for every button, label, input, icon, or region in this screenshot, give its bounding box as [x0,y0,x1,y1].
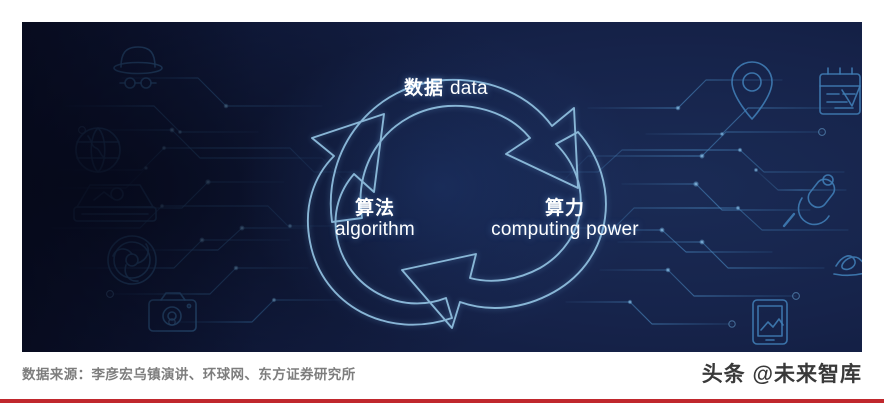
source-note: 数据来源：李彦宏乌镇演讲、环球网、东方证券研究所 [22,367,356,382]
cycle-label-data-en: data [450,78,488,99]
cycle-arrow-computing-power [401,131,607,329]
cycle-arrow-data [329,78,579,223]
cycle-label-computing-power: 算力 computing power [472,198,658,241]
cycle-label-computing-power-en: computing power [491,219,639,241]
cycle-diagram [306,78,607,329]
bottom-rule [0,399,884,403]
watermark: 头条 @未来智库 [701,363,862,386]
caption-row: 数据来源：李彦宏乌镇演讲、环球网、东方证券研究所 头条 @未来智库 [0,352,884,397]
cycle-label-algorithm-en: algorithm [335,219,415,241]
cycle-arrow-algorithm [306,113,453,326]
cycle-label-computing-power-cn: 算力 [544,198,585,219]
cycle-label-algorithm-cn: 算法 [354,198,395,219]
cycle-label-algorithm: 算法 algorithm [311,198,439,241]
cycle-label-data-cn: 数据 [404,78,445,99]
